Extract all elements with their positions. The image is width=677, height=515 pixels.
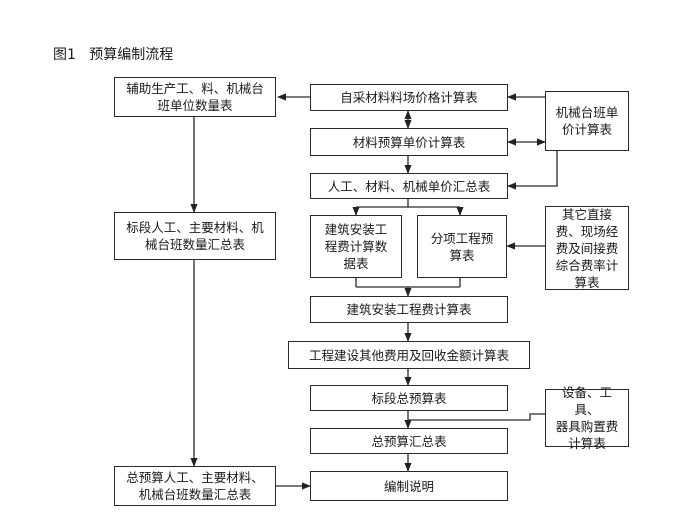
item-budget-box: 分项工程预 算表 (417, 215, 507, 278)
construction-calc-data-box: 建筑安装工 程费计算数 据表 (310, 215, 402, 278)
section-budget-box: 标段总预算表 (310, 385, 508, 411)
aux-quantity-table-box: 辅助生产工、料、机械台 班单位数量表 (114, 77, 276, 117)
self-material-price-box: 自采材料料场价格计算表 (310, 84, 508, 111)
equipment-cost-box: 设备、工具、 器具购置费 计算表 (545, 385, 629, 451)
section-quantity-summary-box: 标段人工、主要材料、机 械台班数量汇总表 (114, 212, 276, 260)
unit-price-summary-box: 人工、材料、机械单价汇总表 (310, 173, 508, 199)
explanation-box: 编制说明 (310, 471, 508, 501)
material-budget-price-box: 材料预算单价计算表 (310, 128, 508, 156)
fee-rate-calc-box: 其它直接 费、现场经 费及间接费 综合费率计 算表 (545, 206, 629, 290)
total-quantity-summary-box: 总预算人工、主要材料、 机械台班数量汇总表 (114, 466, 276, 506)
install-cost-calc-box: 建筑安装工程费计算表 (310, 296, 508, 323)
figure-title: 图1 预算编制流程 (53, 47, 174, 63)
machine-shift-price-box: 机械台班单 价计算表 (545, 91, 629, 151)
total-budget-summary-box: 总预算汇总表 (310, 428, 508, 454)
other-cost-calc-box: 工程建设其他费用及回收金额计算表 (288, 341, 530, 369)
